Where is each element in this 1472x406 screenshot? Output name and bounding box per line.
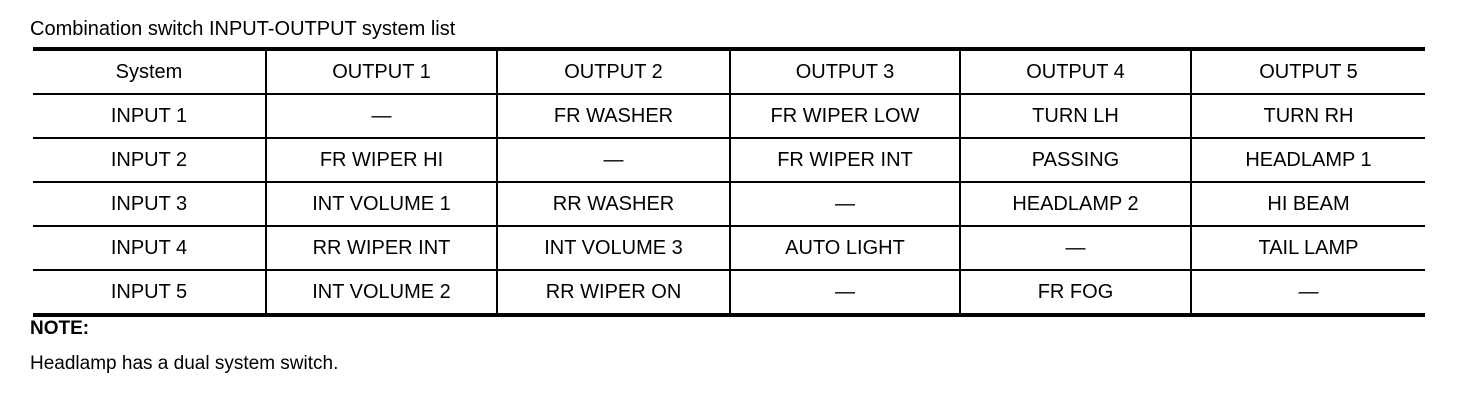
cell-input-4-output-3: AUTO LIGHT bbox=[730, 226, 961, 271]
cell-input-4-output-1: RR WIPER INT bbox=[266, 226, 498, 271]
cell-input-2-output-2: — bbox=[497, 138, 731, 183]
cell-input-1-output-4: TURN LH bbox=[960, 94, 1192, 139]
cell-input-4-output-4: — bbox=[960, 226, 1192, 271]
table-header: System OUTPUT 1 OUTPUT 2 OUTPUT 3 OUTPUT… bbox=[33, 49, 1425, 95]
column-header-output-4: OUTPUT 4 bbox=[960, 49, 1192, 95]
note-block: NOTE: Headlamp has a dual system switch. bbox=[30, 316, 730, 376]
cell-input-3-output-5: HI BEAM bbox=[1191, 182, 1425, 227]
column-header-output-1: OUTPUT 1 bbox=[266, 49, 498, 95]
io-table-container: System OUTPUT 1 OUTPUT 2 OUTPUT 3 OUTPUT… bbox=[33, 47, 1425, 317]
cell-input-5-output-3: — bbox=[730, 270, 961, 315]
table-body: INPUT 1 — FR WASHER FR WIPER LOW TURN LH… bbox=[33, 94, 1425, 315]
cell-input-2-output-4: PASSING bbox=[960, 138, 1192, 183]
cell-input-2-output-5: HEADLAMP 1 bbox=[1191, 138, 1425, 183]
column-header-output-5: OUTPUT 5 bbox=[1191, 49, 1425, 95]
row-label-input-3: INPUT 3 bbox=[33, 182, 267, 227]
page-title: Combination switch INPUT-OUTPUT system l… bbox=[30, 18, 456, 40]
table-row: INPUT 3 INT VOLUME 1 RR WASHER — HEADLAM… bbox=[33, 182, 1425, 227]
cell-input-3-output-3: — bbox=[730, 182, 961, 227]
cell-input-4-output-2: INT VOLUME 3 bbox=[497, 226, 731, 271]
cell-input-1-output-2: FR WASHER bbox=[497, 94, 731, 139]
row-label-input-5: INPUT 5 bbox=[33, 270, 267, 315]
cell-input-3-output-1: INT VOLUME 1 bbox=[266, 182, 498, 227]
row-label-input-4: INPUT 4 bbox=[33, 226, 267, 271]
cell-input-5-output-1: INT VOLUME 2 bbox=[266, 270, 498, 315]
table-row: INPUT 5 INT VOLUME 2 RR WIPER ON — FR FO… bbox=[33, 270, 1425, 315]
table-row: INPUT 1 — FR WASHER FR WIPER LOW TURN LH… bbox=[33, 94, 1425, 139]
cell-input-4-output-5: TAIL LAMP bbox=[1191, 226, 1425, 271]
cell-input-5-output-4: FR FOG bbox=[960, 270, 1192, 315]
cell-input-1-output-3: FR WIPER LOW bbox=[730, 94, 961, 139]
row-label-input-1: INPUT 1 bbox=[33, 94, 267, 139]
column-header-output-3: OUTPUT 3 bbox=[730, 49, 961, 95]
cell-input-5-output-2: RR WIPER ON bbox=[497, 270, 731, 315]
cell-input-1-output-1: — bbox=[266, 94, 498, 139]
note-text: Headlamp has a dual system switch. bbox=[30, 353, 339, 374]
column-header-output-2: OUTPUT 2 bbox=[497, 49, 731, 95]
table-row: INPUT 4 RR WIPER INT INT VOLUME 3 AUTO L… bbox=[33, 226, 1425, 271]
table-row: INPUT 2 FR WIPER HI — FR WIPER INT PASSI… bbox=[33, 138, 1425, 183]
combination-switch-io-table: System OUTPUT 1 OUTPUT 2 OUTPUT 3 OUTPUT… bbox=[33, 47, 1425, 317]
column-header-system: System bbox=[33, 49, 267, 95]
cell-input-1-output-5: TURN RH bbox=[1191, 94, 1425, 139]
cell-input-5-output-5: — bbox=[1298, 281, 1319, 303]
cell-input-2-output-3: FR WIPER INT bbox=[730, 138, 961, 183]
cell-input-3-output-4: HEADLAMP 2 bbox=[960, 182, 1192, 227]
note-label: NOTE: bbox=[30, 318, 90, 339]
cell-input-2-output-1: FR WIPER HI bbox=[266, 138, 498, 183]
table-header-row: System OUTPUT 1 OUTPUT 2 OUTPUT 3 OUTPUT… bbox=[33, 49, 1425, 95]
row-label-input-2: INPUT 2 bbox=[33, 138, 267, 183]
cell-input-3-output-2: RR WASHER bbox=[497, 182, 731, 227]
